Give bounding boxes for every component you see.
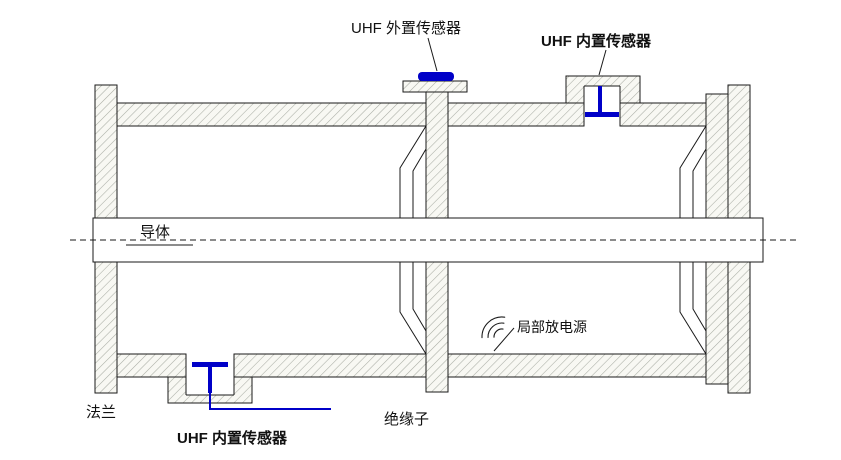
label-conductor: 导体 — [140, 224, 170, 241]
internal-sensor-bottom-stem — [208, 367, 212, 393]
basin-cone-mid-bottom — [399, 261, 427, 356]
pd-wave-arc-mid — [487, 322, 505, 339]
pd-wave-arc-large — [481, 316, 506, 339]
internal-sensor-bottom-bar — [192, 362, 228, 367]
pd-wave-arc-small — [493, 328, 504, 338]
top-wall-right — [619, 102, 707, 127]
leader-pd-source — [493, 327, 515, 352]
bottom-wall-mid — [233, 353, 427, 378]
internal-sensor-top-stem — [598, 86, 602, 112]
label-internal-sensor-bottom: UHF 内置传感器 — [177, 429, 288, 447]
label-internal-sensor-top: UHF 内置传感器 — [541, 32, 652, 50]
sensor-mounting-plate — [402, 80, 468, 93]
bottom-wall-left — [116, 353, 187, 378]
label-external-sensor: UHF 外置传感器 — [351, 20, 461, 37]
basin-cone-right-top — [679, 124, 707, 219]
top-wall-mid — [447, 102, 585, 127]
label-flange: 法兰 — [86, 404, 116, 421]
internal-sensor-bottom-lead — [209, 393, 331, 410]
top-wall-left — [116, 102, 427, 127]
leader-internal-sensor-top — [598, 49, 607, 76]
label-pd-source: 局部放电源 — [517, 319, 587, 335]
external-uhf-sensor — [418, 72, 454, 81]
bottom-wall-right — [447, 353, 707, 378]
leader-external-sensor — [427, 37, 438, 72]
basin-cone-mid-top — [399, 124, 427, 219]
basin-cone-right-bottom — [679, 261, 707, 356]
internal-sensor-top-bar — [585, 112, 619, 117]
label-insulator: 绝缘子 — [384, 411, 429, 428]
pd-waves-icon — [481, 316, 506, 339]
